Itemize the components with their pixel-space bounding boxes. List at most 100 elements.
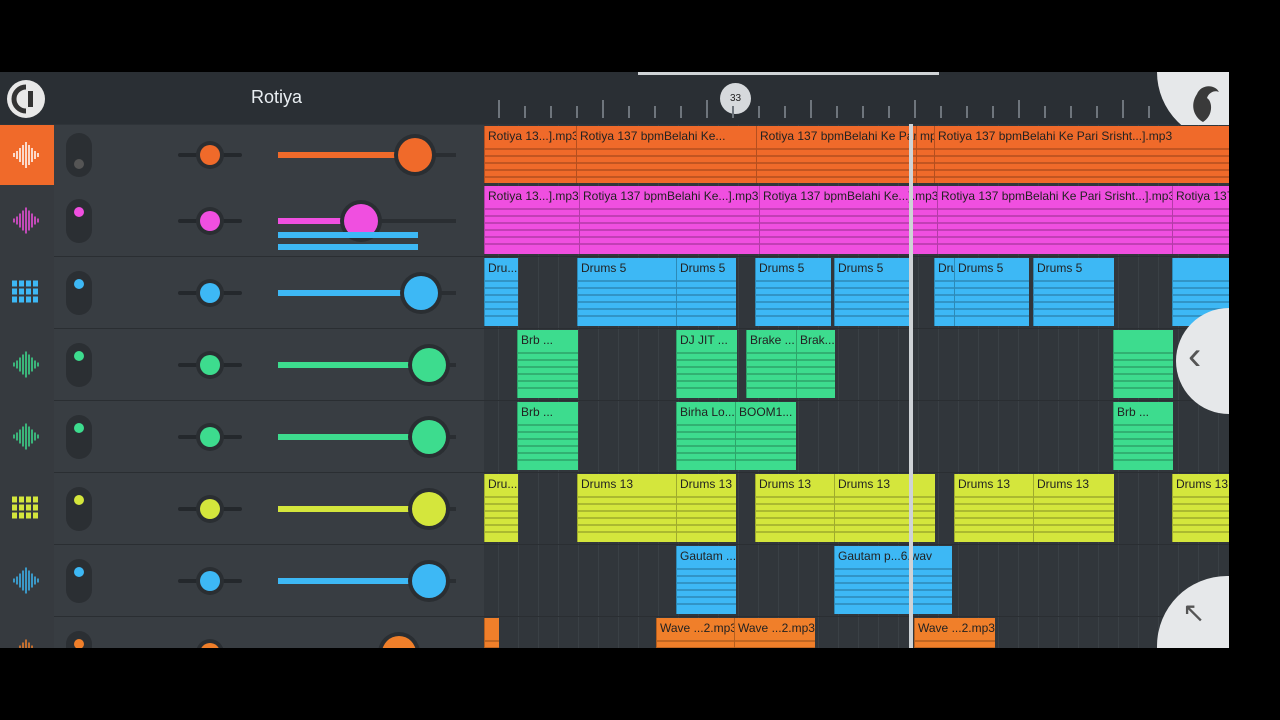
mute-toggle[interactable]	[66, 486, 92, 531]
volume-knob[interactable]	[412, 491, 446, 526]
waveform-line	[1114, 373, 1173, 375]
pan-knob[interactable]	[200, 642, 220, 648]
mute-toggle[interactable]	[66, 270, 92, 315]
clip[interactable]: Drums 5	[676, 258, 736, 326]
clip[interactable]: Rotiya 137 bpmBelahi Ke...].mp3	[759, 186, 938, 254]
playhead-bar-marker[interactable]: 33	[720, 83, 751, 114]
track-header[interactable]	[0, 401, 484, 473]
mute-toggle[interactable]	[66, 133, 92, 177]
playhead-line[interactable]	[909, 124, 913, 648]
pan-knob[interactable]	[200, 354, 220, 375]
track-header[interactable]	[0, 232, 484, 545]
clip[interactable]: mp3	[916, 126, 935, 183]
clip[interactable]: Rotiya 137 bpmBelahi Ke Pari Srisht...].…	[937, 186, 1173, 254]
clip[interactable]: Drums 5	[934, 258, 955, 326]
clip[interactable]: Brb ...	[517, 330, 578, 398]
clip[interactable]: Rotiya 137 bpmBelahi Ke...].mp3	[579, 186, 760, 254]
clip[interactable]: Brak...	[796, 330, 835, 398]
clip[interactable]: Drums 13	[676, 474, 736, 542]
clip[interactable]: Drums 5	[755, 258, 831, 326]
clip[interactable]: Drums 13	[755, 474, 836, 542]
track-header[interactable]	[0, 232, 484, 329]
clip[interactable]: Dru...	[484, 474, 518, 542]
clip[interactable]: Wave ...2.mp3	[656, 618, 735, 648]
pan-knob[interactable]	[200, 145, 220, 165]
audio-wave-icon[interactable]	[0, 617, 54, 648]
clip[interactable]: Drums 13	[1033, 474, 1114, 542]
waveform-line	[1173, 503, 1229, 505]
menu-logo-button[interactable]	[7, 80, 45, 118]
pan-knob[interactable]	[200, 570, 220, 591]
waveform-line	[747, 366, 797, 368]
waveform-line	[518, 359, 578, 361]
clip[interactable]: Drums 13	[577, 474, 677, 542]
volume-knob[interactable]	[404, 275, 438, 310]
track-header[interactable]	[0, 125, 484, 246]
pan-knob[interactable]	[200, 498, 220, 519]
clip[interactable]: BOOM1...	[735, 402, 796, 470]
clip[interactable]: Gautam ...	[676, 546, 736, 614]
track-header[interactable]	[0, 329, 484, 401]
arrangement-lane[interactable]: Brb ... DJ JIT ...Brake ...Brak...	[484, 329, 1229, 401]
waveform-line	[1173, 531, 1229, 533]
volume-knob[interactable]	[412, 347, 446, 382]
clip[interactable]: Rotiya 137 bpmBelahi Ke...	[576, 126, 757, 183]
mute-toggle[interactable]	[66, 342, 92, 387]
drum-grid-icon[interactable]	[0, 257, 54, 329]
clip[interactable]: Rotiya 13...].mp3	[484, 126, 577, 183]
clip[interactable]: Drums 5	[577, 258, 677, 326]
clip[interactable]: Drums 5	[954, 258, 1029, 326]
volume-knob[interactable]	[412, 419, 446, 454]
mute-toggle[interactable]	[66, 414, 92, 459]
clip[interactable]: Birha Lo...	[676, 402, 736, 470]
clip[interactable]: Dru...	[484, 258, 518, 326]
drum-grid-icon[interactable]	[0, 473, 54, 545]
clip[interactable]: Drums 13	[834, 474, 935, 542]
clip[interactable]: Rotiya 137 bpmBelahi Ke Pari Srisht...].…	[756, 126, 917, 183]
volume-knob[interactable]	[412, 563, 446, 598]
volume-knob[interactable]	[344, 203, 378, 238]
waveform	[1114, 424, 1173, 464]
volume-knob[interactable]	[382, 635, 416, 648]
clip[interactable]	[1113, 330, 1173, 398]
pan-knob[interactable]	[200, 210, 220, 231]
clip[interactable]: Rotiya 13...].mp3	[484, 186, 580, 254]
clip[interactable]: Drums 13	[954, 474, 1035, 542]
clip[interactable]: Brb ...	[1113, 402, 1173, 470]
mute-toggle[interactable]	[66, 630, 92, 648]
waveform-line	[736, 438, 796, 440]
volume-knob[interactable]	[398, 138, 432, 172]
pan-knob[interactable]	[200, 426, 220, 447]
horizontal-scroll-indicator[interactable]	[638, 72, 939, 75]
waveform-line	[955, 301, 1029, 303]
audio-wave-icon[interactable]	[0, 545, 54, 617]
audio-wave-icon[interactable]	[0, 185, 54, 257]
clip[interactable]: Wave ...2.mp3	[914, 618, 995, 648]
clip[interactable]	[484, 618, 499, 648]
mute-toggle[interactable]	[66, 558, 92, 603]
track-header[interactable]	[0, 232, 484, 617]
clip[interactable]: Wave ...2.mp3	[734, 618, 815, 648]
clip[interactable]: Rotiya 137 bpmBelahi Ke Pari Srisht...].…	[934, 126, 1229, 183]
mute-toggle[interactable]	[66, 198, 92, 243]
clip[interactable]: Drums 5	[1033, 258, 1114, 326]
clip[interactable]: Rotiya 137	[1172, 186, 1229, 254]
audio-wave-icon[interactable]	[0, 401, 54, 473]
clip[interactable]: Gautam p...6.wav	[834, 546, 952, 614]
arrangement-lane[interactable]: Brb ... Birha Lo...BOOM1... Brb ...	[484, 401, 1229, 473]
clip[interactable]: Brb ...	[517, 402, 578, 470]
clip[interactable]: Drums 5	[834, 258, 911, 326]
grid-line	[938, 329, 939, 400]
clip[interactable]: Drums 13	[1172, 474, 1229, 542]
audio-wave-icon[interactable]	[0, 329, 54, 401]
track-header[interactable]	[0, 617, 484, 648]
clip[interactable]: Brake ...	[746, 330, 797, 398]
pan-knob[interactable]	[200, 282, 220, 303]
clip[interactable]: DJ JIT ...	[676, 330, 737, 398]
arrangement-lane[interactable]: Gautam ... Gautam p...6.wav	[484, 545, 1229, 617]
